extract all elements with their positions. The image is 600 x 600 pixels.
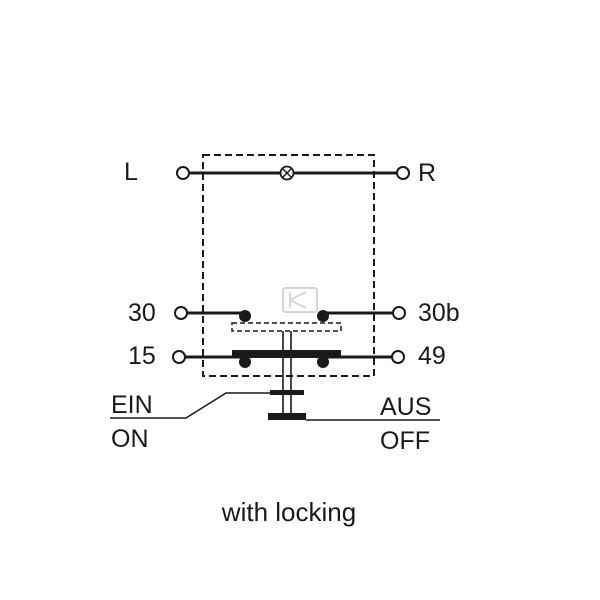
actuator-plunger bbox=[268, 331, 306, 420]
on-position-leader bbox=[110, 392, 283, 419]
switch-housing-outline bbox=[202, 154, 375, 377]
terminal-49 bbox=[391, 350, 405, 364]
diagram-caption: with locking bbox=[221, 497, 356, 527]
terminal-30 bbox=[174, 306, 188, 320]
lower-contact-bridge bbox=[232, 350, 341, 358]
terminal-l bbox=[176, 166, 190, 180]
label-off: OFF bbox=[380, 427, 430, 455]
terminal-30b bbox=[392, 306, 406, 320]
label-15: 15 bbox=[128, 342, 156, 370]
terminal-r bbox=[396, 166, 410, 180]
upper-contact-bridge bbox=[231, 322, 342, 332]
contact-30 bbox=[239, 310, 251, 322]
label-r: R bbox=[418, 159, 436, 187]
watermark-logo bbox=[282, 287, 318, 313]
contact-15 bbox=[239, 356, 251, 368]
contact-30b bbox=[317, 310, 329, 322]
label-49: 49 bbox=[418, 342, 446, 370]
label-aus: AUS bbox=[380, 393, 431, 421]
contact-49 bbox=[317, 356, 329, 368]
label-on: ON bbox=[111, 425, 149, 453]
label-l: L bbox=[124, 158, 138, 186]
terminal-15 bbox=[172, 350, 186, 364]
indicator-lamp-icon bbox=[279, 165, 295, 181]
label-30b: 30b bbox=[418, 299, 460, 327]
label-ein: EIN bbox=[111, 391, 153, 419]
label-30: 30 bbox=[128, 299, 156, 327]
